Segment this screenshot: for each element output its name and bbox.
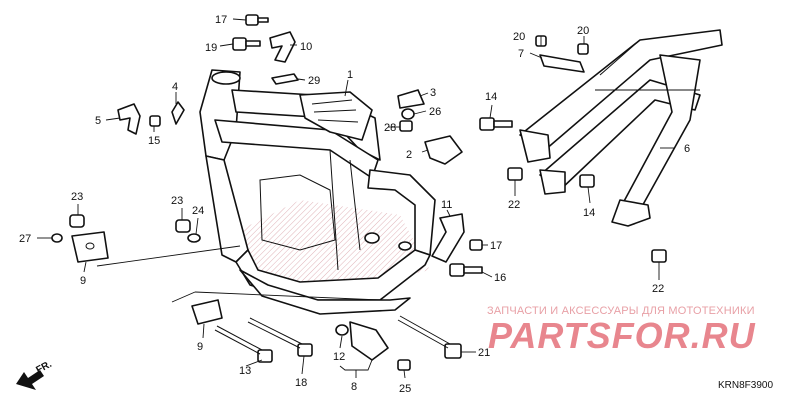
callout-27: 27 — [19, 233, 31, 245]
diagram-code: KRN8F3900 — [718, 380, 774, 391]
watermark-tagline: ЗАПЧАСТИ И АКСЕССУАРЫ ДЛЯ МОТОТЕХНИКИ — [487, 305, 755, 317]
main-frame — [199, 69, 436, 315]
callout-numbers: 1 2 3 4 5 6 7 8 9 9 10 11 12 13 14 14 15… — [19, 14, 690, 395]
callout-23-left: 23 — [71, 191, 83, 203]
sub-frame — [519, 29, 723, 227]
callout-16: 16 — [494, 272, 506, 284]
callout-6: 6 — [684, 143, 690, 155]
watermark-brand: PARTSFOR.RU — [488, 315, 756, 356]
callout-1: 1 — [347, 69, 353, 81]
callout-28: 28 — [384, 122, 396, 134]
callout-15: 15 — [148, 135, 160, 147]
callout-21: 21 — [478, 347, 490, 359]
callout-4: 4 — [172, 81, 178, 93]
callout-12: 12 — [333, 351, 345, 363]
callout-14-upper: 14 — [485, 91, 497, 103]
callout-25: 25 — [399, 383, 411, 395]
callout-24: 24 — [192, 205, 204, 217]
callout-8: 8 — [351, 381, 357, 393]
callout-20-left: 20 — [513, 31, 525, 43]
callout-9-left: 9 — [80, 275, 86, 287]
callout-22-right: 22 — [652, 283, 664, 295]
callout-17-top: 17 — [215, 14, 227, 26]
callout-26: 26 — [429, 106, 441, 118]
front-direction-arrow-icon — [16, 370, 44, 390]
callout-13: 13 — [239, 365, 251, 377]
callout-9-lower: 9 — [197, 341, 203, 353]
callout-10: 10 — [300, 41, 312, 53]
callout-11: 11 — [441, 199, 452, 211]
callout-29: 29 — [308, 75, 320, 87]
callout-7: 7 — [518, 48, 524, 60]
callout-20-right: 20 — [577, 25, 589, 37]
callout-18: 18 — [295, 377, 307, 389]
callout-23-middle: 23 — [171, 195, 183, 207]
small-parts — [51, 14, 667, 371]
callout-5: 5 — [95, 115, 101, 127]
leader-lines — [37, 18, 675, 379]
callout-14-lower: 14 — [583, 207, 595, 219]
callout-3: 3 — [430, 87, 436, 99]
callout-2: 2 — [406, 149, 412, 161]
callout-17-right: 17 — [490, 240, 502, 252]
callout-19: 19 — [205, 42, 217, 54]
callout-22-left: 22 — [508, 199, 520, 211]
